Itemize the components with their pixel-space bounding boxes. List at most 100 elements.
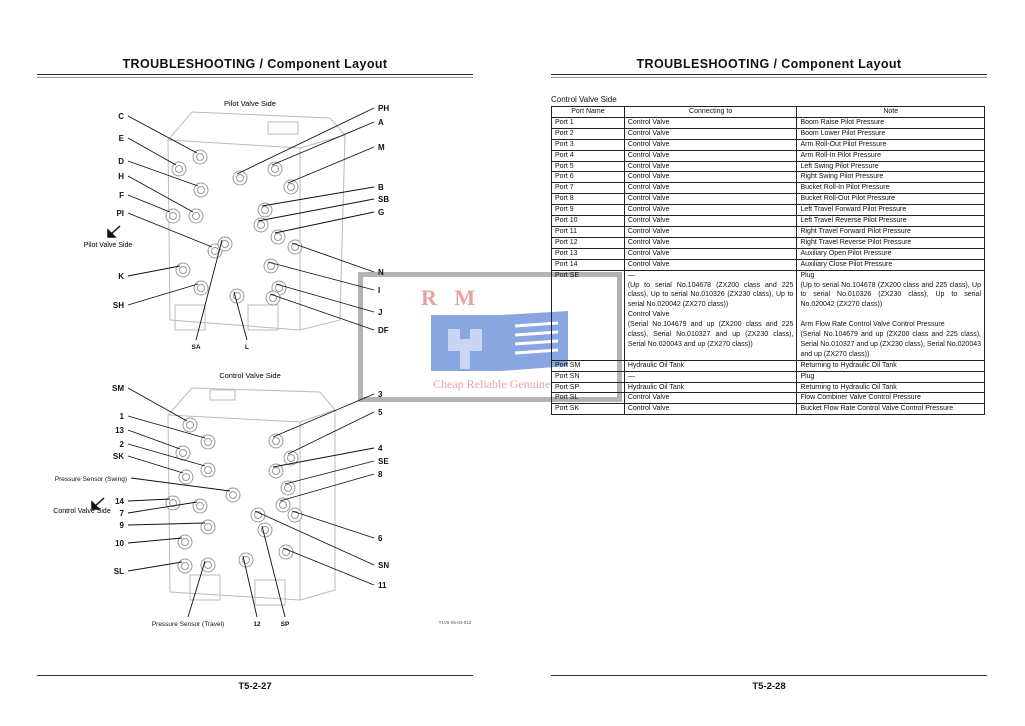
bottom-callout-label: Pressure Sensor (Swing) [55,476,127,483]
note-line: Auxiliary Close Pilot Pressure [800,260,893,268]
port-fitting-inner [204,523,212,531]
leader-line [271,121,375,166]
top-callout-label: B [378,183,384,192]
note-line: Auxiliary Open Pilot Pressure [800,249,892,257]
leader-line [127,561,183,572]
connecting-cell: Control Valve [623,138,798,151]
leader-line [233,291,248,341]
leader-line [127,212,213,248]
leader-line [291,242,375,273]
bottom-side-label: Control Valve Side [53,508,111,515]
connecting-cell: Control Valve [623,392,798,405]
port-fitting-inner [211,247,219,255]
leader-line [279,473,375,502]
note-line: Left Travel Forward Pilot Pressure [800,206,907,214]
port-fitting-inner [287,454,295,462]
connecting-cell: Control Valve [623,215,798,227]
leader-line [187,560,206,618]
leader-line [127,429,181,450]
note-line: Right Travel Forward Pilot Pressure [800,227,911,235]
leader-line [130,477,231,492]
port-fitting-inner [272,437,280,445]
leader-line [287,146,375,184]
note-line: Bucket Roll-In Pilot Pressure [800,184,890,192]
port-fitting-inner [272,467,280,475]
port-name-cell: Port SL [551,392,625,405]
bottom-callout-label: 12 [253,621,261,628]
connecting-line: Control Valve [627,260,670,268]
note-cell: Arm Roll-In Pilot Pressure [796,149,985,162]
connecting-cell: Control Valve [623,247,798,260]
bottom-callout-label: 4 [378,444,383,453]
port-fitting-inner [196,502,204,510]
arrow-icon [107,225,121,238]
port-fittings [165,149,303,574]
port-fitting-inner [236,174,244,182]
leader-line [127,283,199,306]
connecting-cell: Control Valve [623,116,798,129]
note-line: (Serial No.104679 and up (ZX200 class an… [800,331,981,358]
port-name-cell: Port 14 [551,258,625,271]
port-name-cell: Port SE [551,269,625,361]
note-cell: Bucket Roll-In Pilot Pressure [796,182,985,195]
connecting-line: (Serial No.104679 and up (ZX200 class an… [627,321,794,348]
connecting-line: Control Valve [627,217,670,225]
port-name-cell: Port SK [551,403,625,416]
connecting-line: Control Valve [627,238,670,246]
leader-line [261,525,286,618]
note-cell: Right Swing Pilot Pressure [796,171,985,184]
leader-line [284,460,375,485]
connecting-cell: Control Valve [623,171,798,184]
connecting-cell: Control Valve [623,225,798,238]
note-line: Right Travel Reverse Pilot Pressure [800,238,912,246]
port-name-cell: Port 2 [551,127,625,140]
note-cell: Right Travel Forward Pilot Pressure [796,225,985,238]
leader-line [257,198,375,222]
port-fitting-inner [175,165,183,173]
port-fitting-inner [179,449,187,457]
left-title-rule [37,74,473,75]
note-cell: Arm Roll-Out Pilot Pressure [796,138,985,151]
leader-line [127,537,183,544]
note-line [800,310,981,320]
port-fitting-inner [287,183,295,191]
watermark-logo-text: R M [421,285,482,310]
note-line: Arm Roll-Out Pilot Pressure [800,140,887,148]
top-callout-label: PI [116,209,124,218]
connecting-cell: Hydraulic Oil Tank [623,381,798,394]
port-fitting-inner [169,212,177,220]
port-name-cell: Port 10 [551,215,625,227]
top-callout-label: F [119,191,124,200]
bottom-callout-label: 6 [378,534,383,543]
connecting-line: Control Valve [627,118,670,126]
port-name-cell: Port SN [551,370,625,383]
connecting-cell: — [623,370,798,383]
port-fitting-inner [229,491,237,499]
connecting-line: Hydraulic Oil Tank [627,383,685,391]
connecting-line: Control Valve [627,249,670,257]
note-cell: Flow Combiner Valve Control Pressure [796,392,985,405]
connecting-cell: Hydraulic Oil Tank [623,359,798,372]
port-fitting-inner [291,243,299,251]
port-fitting-inner [291,511,299,519]
port-name-cell: Port 4 [551,149,625,162]
table-header-row: Port Name Connecting to Note [551,106,985,118]
note-cell: Auxiliary Close Pilot Pressure [796,258,985,271]
note-line: Returning to Hydraulic Oil Tank [800,383,897,391]
note-line: Left Swing Pilot Pressure [800,162,879,170]
port-fitting-inner [182,473,190,481]
top-callout-label: D [118,157,124,166]
top-callout-label: PH [378,104,389,113]
bottom-callout-label: SK [113,452,124,461]
note-line: Flow Combiner Valve Control Pressure [800,394,921,402]
